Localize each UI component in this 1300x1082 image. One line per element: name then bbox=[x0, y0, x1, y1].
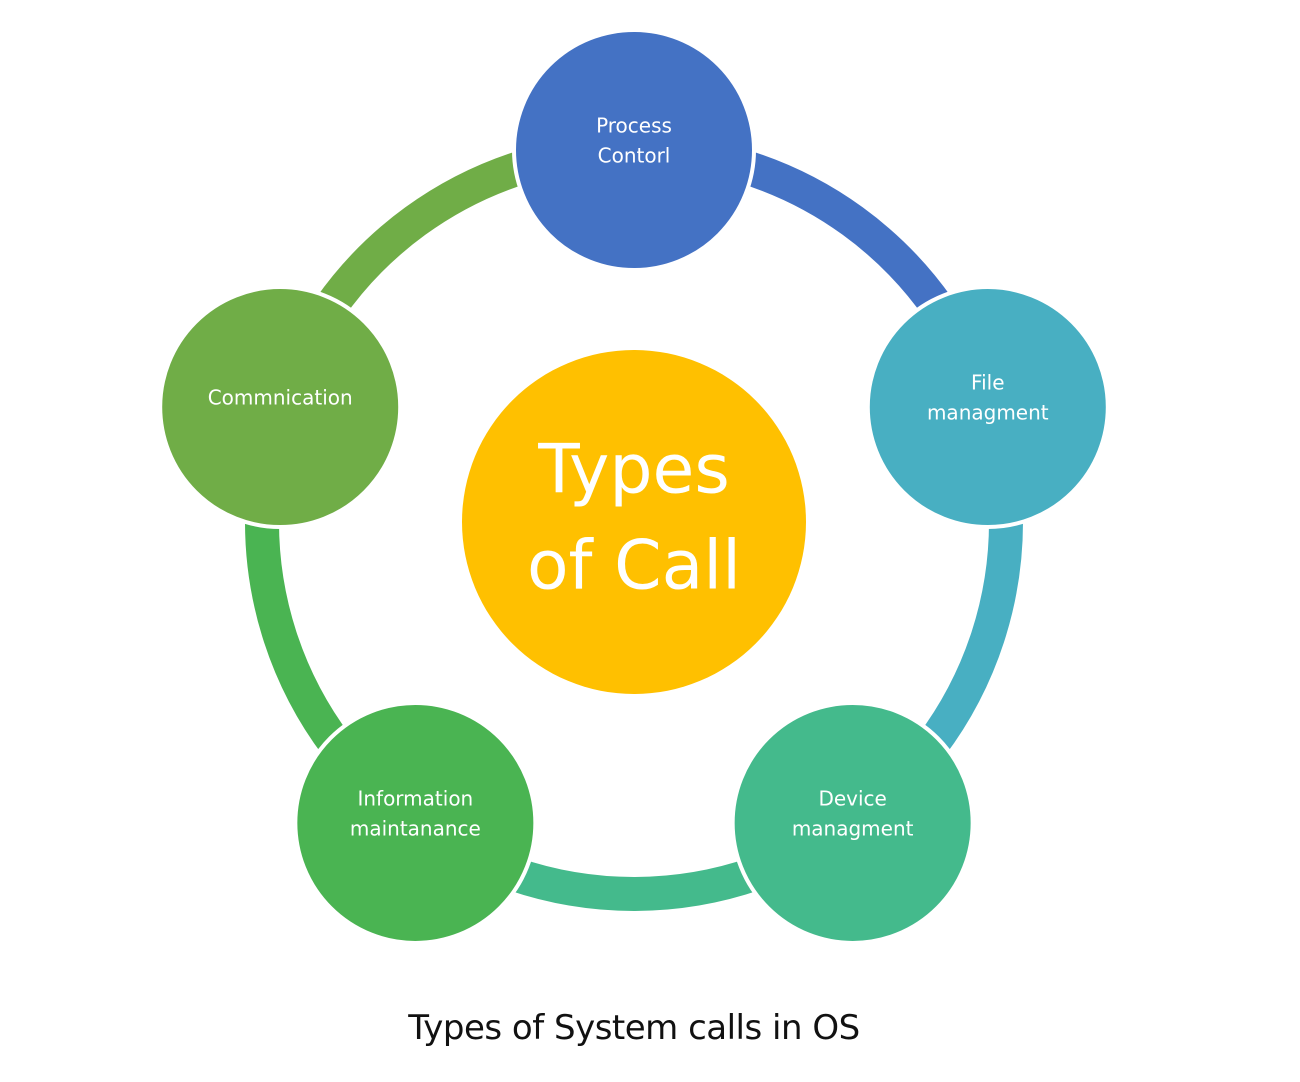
connector-arc bbox=[245, 515, 351, 757]
node-label: managment bbox=[927, 401, 1049, 425]
cycle-nodes: ProcessContorlFilemanagmentDevicemanagme… bbox=[158, 28, 1110, 945]
cycle-node: Information maintanance bbox=[293, 700, 538, 945]
connector-arc bbox=[315, 149, 531, 319]
node-label: managment bbox=[792, 816, 914, 840]
connector-arc bbox=[507, 857, 761, 911]
node-label: Commnication bbox=[208, 386, 353, 410]
node-circle bbox=[293, 700, 538, 945]
cycle-node: Device managment bbox=[730, 700, 975, 945]
cycle-node: Commnication bbox=[158, 285, 403, 530]
node-label: Contorl bbox=[598, 144, 671, 168]
center-hub: Types of Call bbox=[462, 350, 806, 694]
node-label: File bbox=[971, 371, 1004, 395]
connector-arc bbox=[737, 149, 953, 319]
node-circle bbox=[865, 285, 1110, 530]
connector-arcs bbox=[245, 149, 1023, 911]
center-circle bbox=[462, 350, 806, 694]
node-label: maintanance bbox=[350, 816, 481, 840]
node-circle bbox=[730, 700, 975, 945]
cycle-node: File managment bbox=[865, 285, 1110, 530]
center-label-line-2: of Call bbox=[527, 527, 741, 606]
node-circle bbox=[158, 285, 403, 530]
connector-arc bbox=[917, 515, 1023, 757]
figure-caption: Types of System calls in OS bbox=[408, 1008, 860, 1048]
node-circle bbox=[512, 28, 756, 272]
node-label: Process bbox=[596, 114, 672, 138]
center-label-line-1: Types bbox=[537, 431, 730, 510]
node-label: Device bbox=[818, 786, 886, 810]
node-label: Information bbox=[357, 786, 473, 810]
